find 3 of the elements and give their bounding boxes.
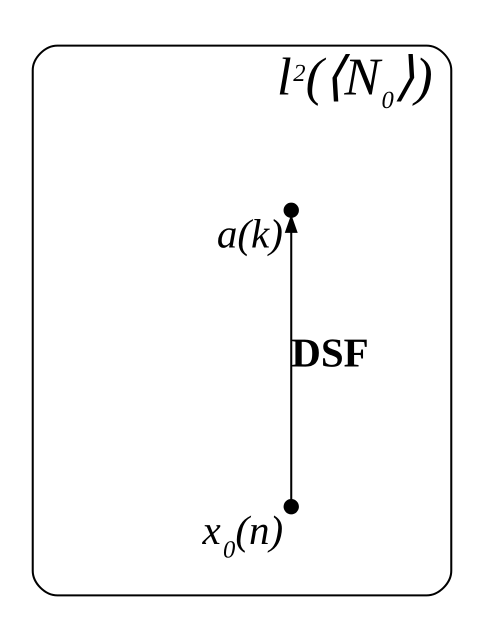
node-label: x$_{0}$(n) xyxy=(202,507,284,564)
node-label: a(k) xyxy=(216,210,283,257)
edge-label: DSF xyxy=(291,330,369,376)
